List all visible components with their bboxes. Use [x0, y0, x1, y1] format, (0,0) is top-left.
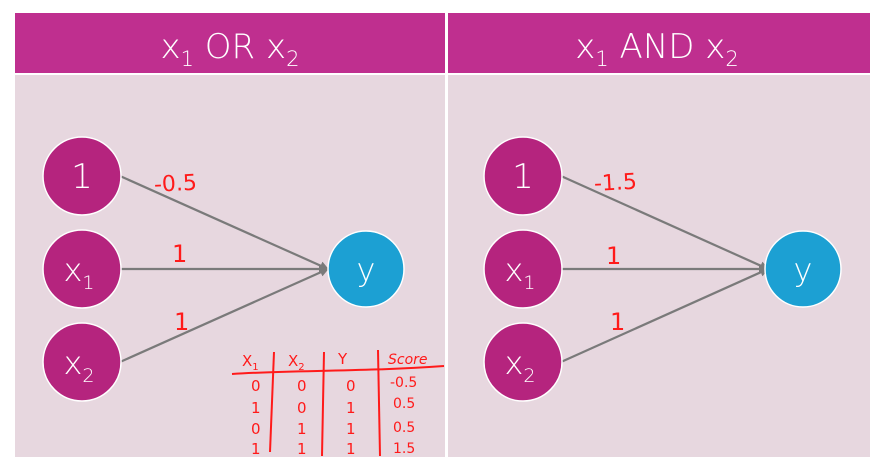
or-edge-x2-y	[119, 267, 329, 364]
or-truth-table: X1 X2 Y Score 0 0 0 -0.5 1 0 1 0.5	[231, 349, 445, 458]
table-rule-v3	[377, 349, 381, 457]
svg-text:y: y	[357, 251, 376, 289]
table-cell: 1	[251, 440, 261, 458]
or-weight-x2: 1	[174, 308, 189, 336]
table-rule-v1	[269, 351, 275, 453]
svg-text:x2: x2	[504, 344, 535, 387]
svg-text:1: 1	[512, 157, 534, 197]
and-node-y: y	[764, 230, 842, 308]
table-cell: 0	[297, 377, 307, 395]
table-header-y: Y	[337, 350, 348, 368]
svg-text:1: 1	[71, 157, 93, 197]
or-node-x1: x1	[42, 229, 122, 309]
and-edge-x2-y	[560, 267, 769, 364]
table-header-score: Score	[388, 352, 428, 368]
and-node-x1: x1	[483, 229, 563, 309]
or-panel: x1 OR x2 1 x1 x2 y -0.5 1	[15, 13, 445, 458]
or-edge-bias-y	[119, 174, 329, 271]
table-cell: 1	[346, 420, 356, 438]
svg-text:x1: x1	[63, 251, 94, 294]
and-node-bias: 1	[483, 136, 563, 216]
and-edge-bias-y	[560, 174, 769, 271]
and-title: x1 AND x2	[575, 27, 739, 71]
table-rule-v2	[321, 351, 325, 457]
table-cell: 1	[346, 440, 356, 458]
table-cell: 0.5	[393, 396, 415, 412]
table-header-x2: X2	[288, 352, 305, 373]
and-weight-x1: 1	[606, 242, 621, 270]
table-row: 1 1 1 1.5	[251, 440, 415, 458]
or-node-bias: 1	[42, 136, 122, 216]
table-cell: -0.5	[390, 375, 417, 391]
table-cell: 0	[251, 420, 261, 438]
svg-text:x1: x1	[504, 251, 535, 294]
table-cell: 0	[297, 399, 307, 417]
svg-text:y: y	[794, 251, 813, 289]
svg-text:x2: x2	[63, 344, 94, 387]
and-panel: x1 AND x2 1 x1 x2 y -1.5 1	[448, 13, 870, 457]
table-cell: 1	[297, 440, 307, 458]
or-header	[15, 13, 445, 73]
or-weight-x1: 1	[172, 240, 187, 268]
table-row: 0 1 1 0.5	[251, 420, 415, 438]
truth-table-header: X1 X2 Y Score	[242, 350, 428, 373]
table-row: 1 0 1 0.5	[251, 396, 415, 417]
table-cell: 0	[346, 377, 356, 395]
or-weight-bias: -0.5	[153, 171, 197, 198]
table-cell: 1	[251, 399, 261, 417]
or-node-y: y	[327, 230, 405, 308]
table-cell: 0.5	[393, 420, 415, 436]
table-cell: 0	[251, 377, 261, 395]
and-weight-bias: -1.5	[593, 170, 637, 197]
or-node-x2: x2	[42, 322, 122, 402]
table-cell: 1	[297, 420, 307, 438]
and-weight-x2: 1	[610, 308, 625, 336]
and-node-x2: x2	[483, 322, 563, 402]
or-title: x1 OR x2	[160, 27, 299, 71]
table-rule-horizontal	[231, 365, 445, 375]
table-cell: 1.5	[393, 441, 415, 457]
table-row: 0 0 0 -0.5	[251, 375, 417, 395]
table-header-x1: X1	[242, 352, 259, 373]
table-cell: 1	[346, 399, 356, 417]
and-header	[448, 13, 870, 73]
